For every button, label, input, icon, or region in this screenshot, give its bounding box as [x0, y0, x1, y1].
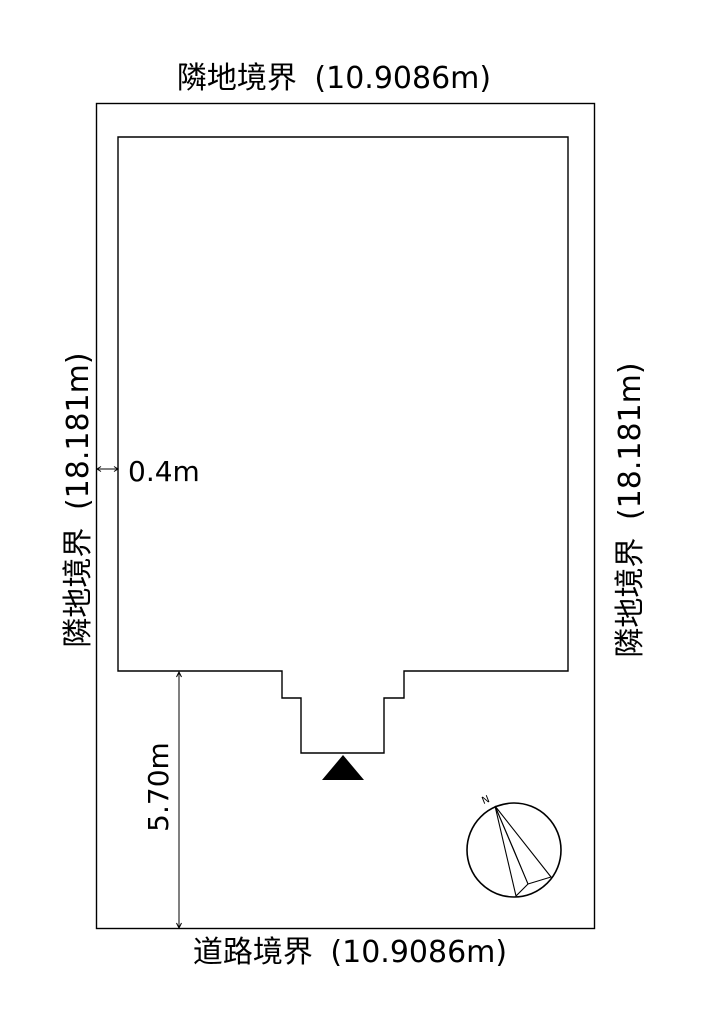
compass-north-label: N	[480, 794, 491, 807]
north-boundary-length: (10.9086m)	[314, 61, 491, 96]
compass-icon: N	[466, 794, 562, 898]
building-outline	[117, 136, 569, 754]
setback-west-dimension	[96, 466, 119, 472]
setback-road-label: 5.70m	[142, 742, 175, 832]
south-boundary-label: 道路境界	[193, 935, 313, 970]
entrance-triangle-icon	[322, 755, 364, 780]
east-boundary-length: (18.181m)	[613, 362, 648, 520]
west-boundary-length: (18.181m)	[61, 352, 96, 510]
north-boundary-label: 隣地境界	[177, 61, 297, 96]
site-boundary	[95, 102, 596, 930]
south-boundary-length: (10.9086m)	[330, 935, 507, 970]
north-boundary-text: 隣地境界 (10.9086m)	[177, 61, 491, 96]
west-boundary-label: 隣地境界	[61, 528, 96, 648]
setback-west-label: 0.4m	[128, 455, 200, 488]
south-boundary-text: 道路境界 (10.9086m)	[193, 935, 507, 970]
east-boundary-text: 隣地境界 (18.181m)	[613, 362, 648, 657]
west-boundary-text: 隣地境界 (18.181m)	[61, 352, 96, 647]
east-boundary-label: 隣地境界	[613, 538, 648, 658]
setback-road-dimension	[176, 670, 182, 930]
